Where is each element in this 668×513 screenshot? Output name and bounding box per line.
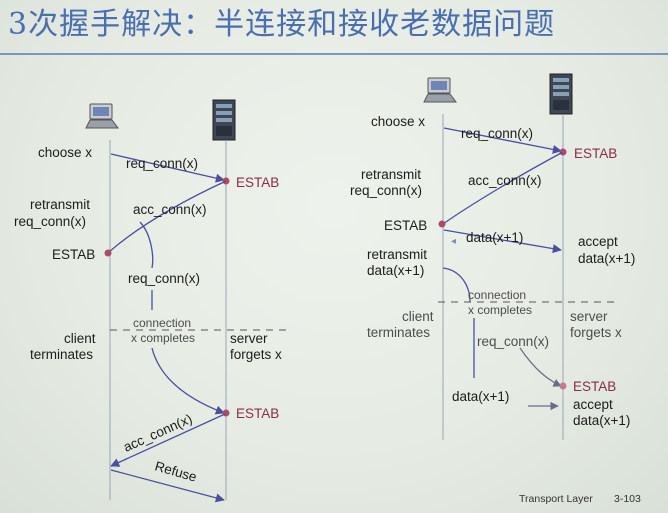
title-divider — [0, 53, 668, 55]
retransmit-data-label-2: data(x+1) — [367, 263, 424, 278]
old-req-arrow — [519, 347, 562, 387]
choose-x-label: choose x — [371, 114, 425, 129]
client-terminates-label-2: terminates — [367, 325, 430, 340]
server-forgets-label-1: server — [570, 309, 608, 324]
estab-client-label: ESTAB — [384, 218, 427, 233]
footer-section-label: Transport Layer — [519, 493, 593, 505]
acc-conn-arrow — [108, 180, 227, 253]
retransmit-label-2: req_conn(x) — [14, 214, 86, 229]
accept-label-2: data(x+1) — [578, 251, 635, 266]
req-conn-arrow — [110, 153, 225, 183]
req-conn-label-2: req_conn(x) — [477, 334, 549, 349]
retransmit-label-1: retransmit — [30, 197, 90, 212]
acc-conn-arrow — [442, 151, 564, 225]
server-forgets-label-1: server — [230, 331, 268, 346]
estab-client-label: ESTAB — [52, 247, 95, 262]
server-tower-icon — [212, 99, 236, 141]
data-label: data(x+1) — [466, 230, 523, 245]
data-arrow — [443, 229, 562, 254]
req-conn-arrow — [443, 127, 562, 154]
connection-label-1: connection — [133, 316, 191, 330]
estab-dot-server-2 — [559, 382, 567, 390]
server-tower-icon — [549, 73, 573, 115]
estab-server-label-2: ESTAB — [573, 379, 616, 394]
estab-dot-server-2 — [222, 409, 230, 417]
connection-label-2: x completes — [131, 331, 195, 345]
acc-conn-label: acc_conn(x) — [133, 202, 207, 217]
req-conn-label-2: req_conn(x) — [128, 271, 200, 286]
acc-conn-arrow-2 — [110, 413, 226, 467]
estab-server-label-1: ESTAB — [236, 175, 279, 190]
estab-dot-client — [104, 249, 112, 257]
req-conn-label: req_conn(x) — [126, 156, 198, 171]
client-terminates-label-1: client — [402, 309, 434, 324]
acc-conn-label: acc_conn(x) — [468, 173, 542, 188]
retransmit-req-curve — [139, 221, 154, 269]
refuse-arrow — [110, 469, 225, 503]
data-label-2: data(x+1) — [452, 389, 509, 404]
server-forgets-label-2: forgets x — [230, 347, 282, 362]
req-conn-label: req_conn(x) — [461, 126, 533, 141]
choose-x-label: choose x — [38, 145, 92, 160]
retransmit-label-1: retransmit — [361, 167, 421, 182]
retransmit-data-curve — [442, 267, 471, 303]
refuse-label: Refuse — [153, 458, 198, 484]
accept-label-3: accept — [573, 397, 613, 412]
slide-title: 3次握手解决：半连接和接收老数据问题 — [8, 7, 556, 42]
server-forgets-label-2: forgets x — [570, 325, 622, 340]
connection-label-2: x completes — [468, 303, 532, 317]
estab-server-label-1: ESTAB — [574, 146, 617, 161]
laptop-icon — [423, 77, 457, 103]
estab-server-label-2: ESTAB — [236, 406, 279, 421]
left-scenario: choose x req_conn(x) ESTAB retransmit re… — [14, 99, 290, 503]
laptop-icon — [85, 103, 119, 129]
retransmit-label-2: req_conn(x) — [350, 183, 422, 198]
accept-label-4: data(x+1) — [573, 413, 630, 428]
client-terminates-label-2: terminates — [30, 347, 93, 362]
right-scenario: ◂ choose x req_conn(x) ESTAB retransmit … — [350, 73, 635, 440]
retransmit-req-arrow — [151, 347, 225, 415]
connection-label-1: connection — [468, 288, 526, 302]
retransmit-data-label-1: retransmit — [367, 247, 427, 262]
client-terminates-label-1: client — [64, 331, 96, 346]
accept-label-1: accept — [578, 234, 618, 249]
estab-dot-client — [438, 220, 446, 228]
footer-page-number: 3-103 — [614, 493, 641, 505]
small-arrow-mark: ◂ — [451, 236, 456, 247]
